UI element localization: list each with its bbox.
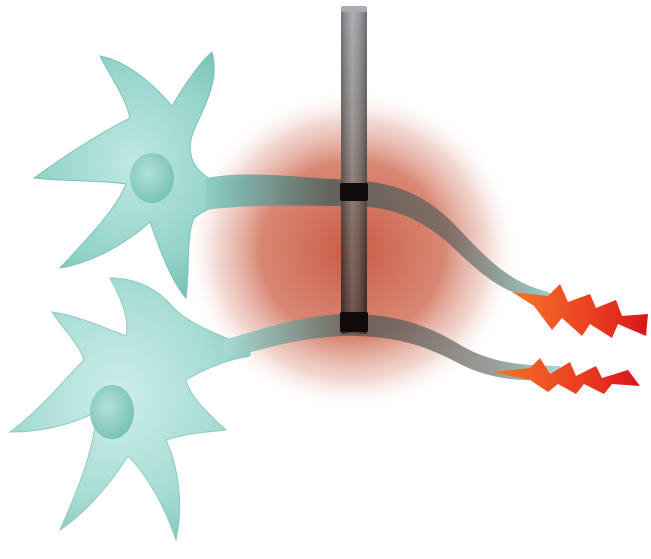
upper-neuron-nucleus	[130, 153, 174, 203]
upper-recording-site	[340, 183, 368, 201]
electrode-top-cap	[341, 6, 367, 12]
electrode-shaft-shading	[341, 8, 367, 334]
electrode-probe-icon	[340, 6, 368, 334]
lower-neuron-nucleus	[90, 385, 134, 439]
lower-recording-site	[340, 312, 368, 332]
